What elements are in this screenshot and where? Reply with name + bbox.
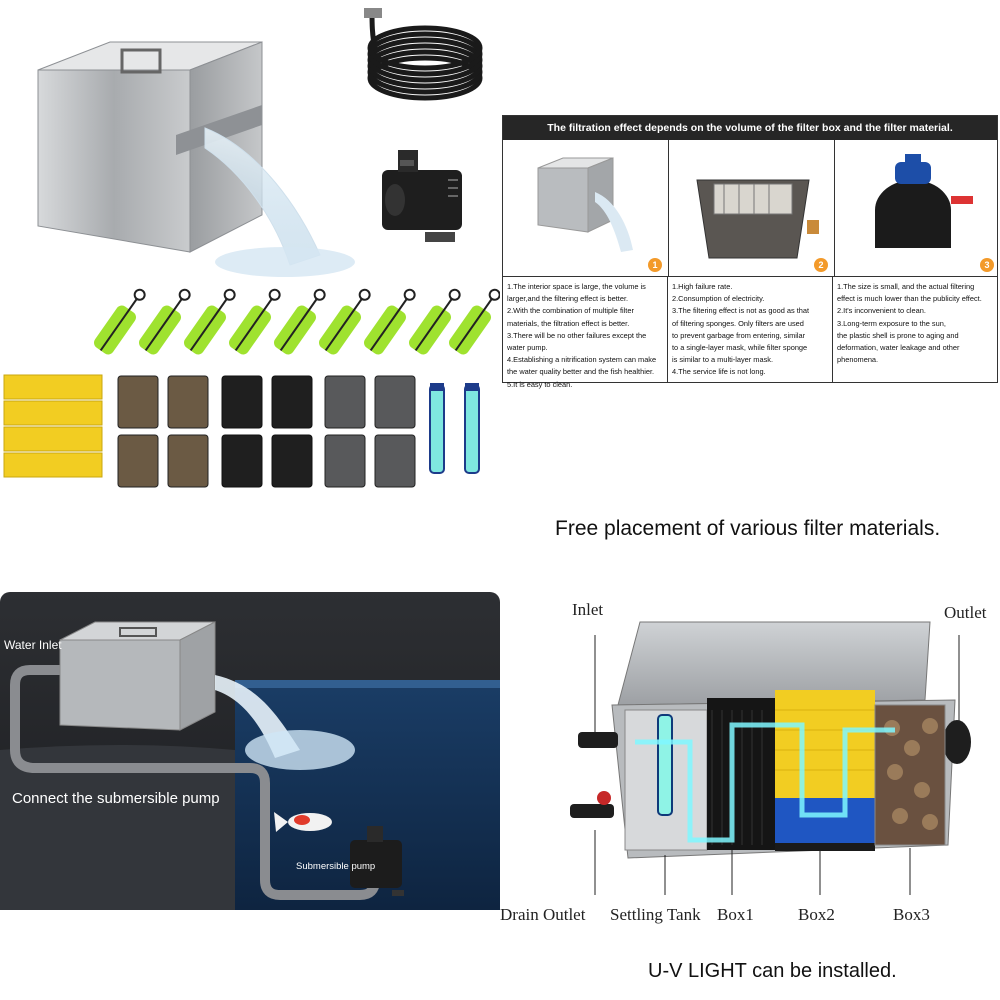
filter-brushes xyxy=(94,288,500,355)
yellow-sponges xyxy=(3,374,103,478)
comparison-col-3: 1.The size is small, and the actual filt… xyxy=(833,277,997,382)
product-kit-panel xyxy=(0,0,500,500)
compartment-box1 xyxy=(707,698,775,850)
inlet-pipe xyxy=(578,732,618,748)
badge-2: 2 xyxy=(814,258,828,272)
col3-line: 1.The size is small, and the actual filt… xyxy=(837,282,975,291)
badge-3: 3 xyxy=(980,258,994,272)
connect-pump-label: Connect the submersible pump xyxy=(12,790,220,807)
col1-line: water pump. xyxy=(507,343,548,353)
hose-connector xyxy=(364,8,382,18)
col2-line: of filtering sponges. Only filters are u… xyxy=(672,318,804,328)
col2-line: is similar to a multi-layer mask. xyxy=(672,355,774,365)
col2-line: 1.High failure rate. xyxy=(672,282,733,291)
top-caption: Free placement of various filter materia… xyxy=(555,517,941,540)
cutaway-diagram-panel: Free placement of various filter materia… xyxy=(500,500,1000,1000)
label-box1: Box1 xyxy=(717,905,754,924)
col3-line: 3.Long-term exposure to the sun, xyxy=(837,318,946,328)
label-outlet: Outlet xyxy=(944,603,987,622)
filter-media-bags xyxy=(117,375,416,488)
product-kit-illustration xyxy=(3,8,500,488)
comparison-image-pressure-filter: 3 xyxy=(835,140,1000,276)
drain-pipe xyxy=(570,804,614,818)
col2-line: to a single-layer mask, while filter spo… xyxy=(672,343,808,353)
col1-line: materials, the filtration effect is bett… xyxy=(507,318,630,328)
badge-1: 1 xyxy=(648,258,662,272)
compartment-settling-tank xyxy=(624,709,708,851)
comparison-table: The filtration effect depends on the vol… xyxy=(502,115,1000,389)
cutaway-illustration xyxy=(570,621,971,895)
uv-tubes xyxy=(429,383,480,474)
col2-line: to prevent garbage from entering, simila… xyxy=(672,330,806,340)
submersible-pump xyxy=(382,150,462,242)
col2-line: 3.The filtering effect is not as good as… xyxy=(672,306,810,316)
col1-line: larger,and the filtering effect is bette… xyxy=(507,294,629,304)
col3-line: 2.It's inconvenient to clean. xyxy=(837,306,926,316)
comparison-panel: The filtration effect depends on the vol… xyxy=(500,0,1000,500)
comparison-image-bin-box: 2 xyxy=(669,140,835,276)
col1-line: 3.There will be no other failures except… xyxy=(507,330,647,340)
label-drain-outlet: Drain Outlet xyxy=(500,905,586,924)
col1-line: 1.The interior space is large, the volum… xyxy=(507,282,646,291)
comparison-col-2: 1.High failure rate. 2.Consumption of el… xyxy=(668,277,833,382)
col2-line: 4.The service life is not long. xyxy=(672,367,766,377)
col3-line: deformation, water leakage and other xyxy=(837,343,960,353)
koi-fish xyxy=(274,812,332,832)
col1-line: 4.Establishing a nitrification system ca… xyxy=(507,355,657,365)
submersible-pump-label: Submersible pump xyxy=(296,861,376,872)
install-scene-panel: Water Inlet Connect the submersible pump… xyxy=(0,500,500,1000)
water-inlet-label: Water Inlet xyxy=(4,638,62,652)
label-inlet: Inlet xyxy=(572,600,604,619)
install-scene-illustration xyxy=(0,592,500,910)
col1-line: 2.With the combination of multiple filte… xyxy=(507,306,634,316)
bottom-caption: U-V LIGHT can be installed. xyxy=(648,960,897,982)
col3-line: phenomena. xyxy=(837,355,879,365)
col3-line: the plastic shell is prone to aging and xyxy=(837,330,959,340)
outlet-pipe xyxy=(943,720,971,764)
col3-line: effect is much lower than the publicity … xyxy=(837,294,982,304)
col2-line: 2.Consumption of electricity. xyxy=(672,294,765,304)
compartment-box2 xyxy=(775,690,875,851)
label-box2: Box2 xyxy=(798,905,835,924)
label-box3: Box3 xyxy=(893,905,930,924)
comparison-col-1: 1.The interior space is large, the volum… xyxy=(503,277,668,389)
flow-path xyxy=(635,722,895,843)
col1-line: the water quality better and the fish he… xyxy=(507,367,655,377)
col1-line: 5.It is easy to clean. xyxy=(507,379,573,389)
scene-pump xyxy=(350,826,404,896)
label-settling-tank: Settling Tank xyxy=(610,905,701,924)
comparison-image-steel-box: 1 xyxy=(503,140,669,276)
comparison-title: The filtration effect depends on the vol… xyxy=(503,116,997,140)
hose-coil xyxy=(367,11,483,101)
compartment-box3 xyxy=(874,704,946,846)
uv-lamp xyxy=(657,714,673,816)
